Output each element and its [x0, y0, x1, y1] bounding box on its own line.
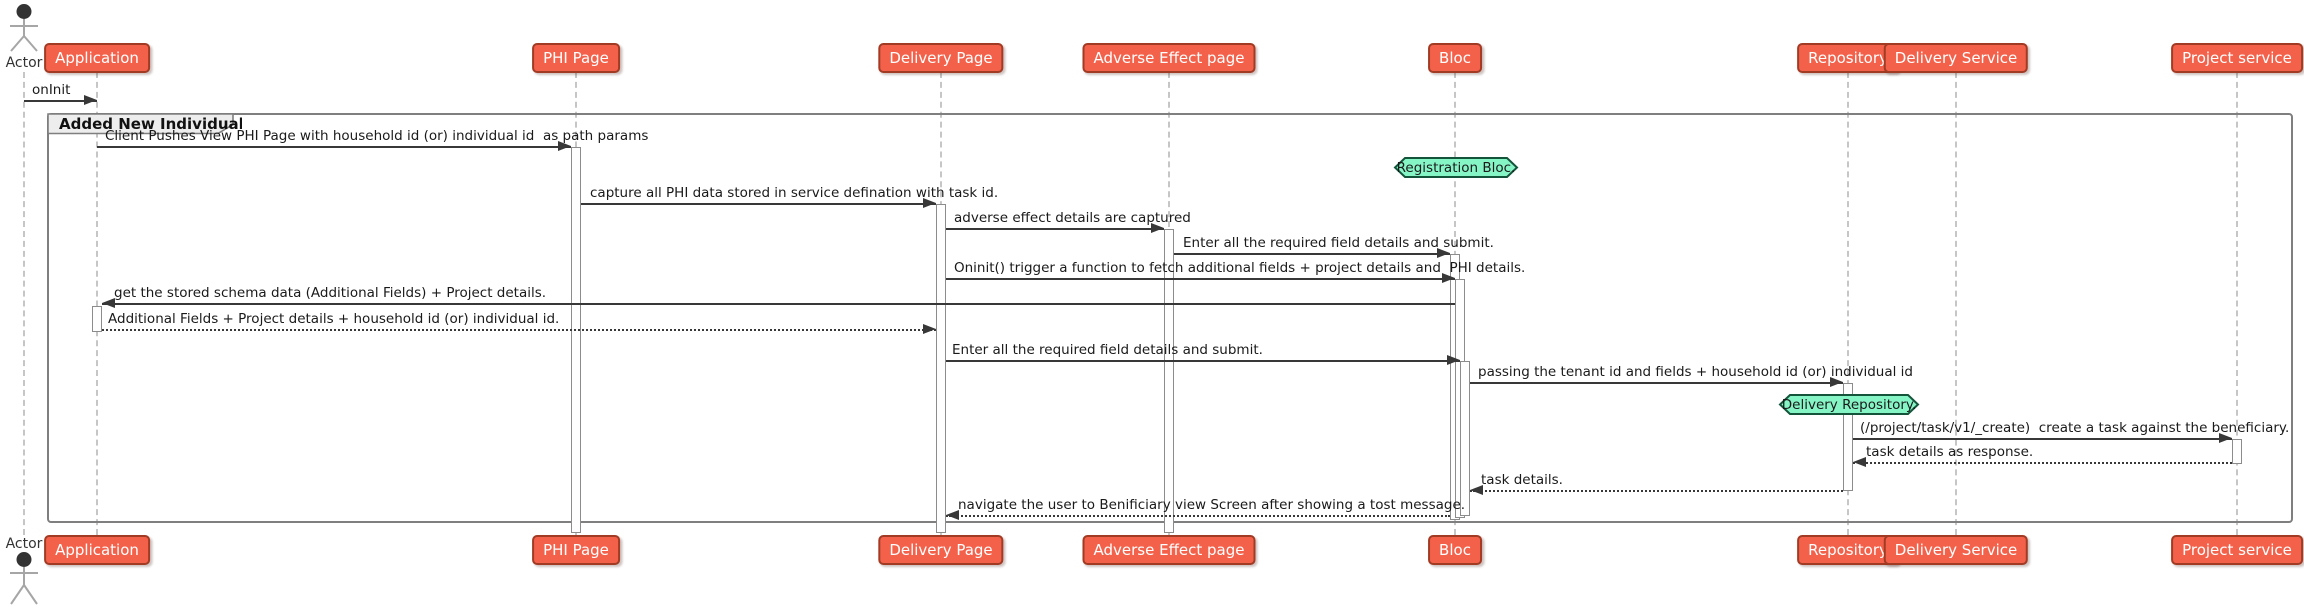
message-arrowhead-oninit-trigger-fetch [1442, 273, 1455, 283]
message-label-create-task: (/project/task/v1/_create) create a task… [1860, 420, 2290, 436]
hexagon-note-delivery-repository: Delivery Repository. [1778, 394, 1920, 415]
message-line-client-pushes-view-phi [97, 146, 571, 148]
message-arrowhead-client-pushes-view-phi [558, 141, 571, 151]
message-arrowhead-task-details [1470, 485, 1483, 495]
participant-top-bloc: Bloc [1428, 43, 1482, 73]
activation-adverse-effect-page [1164, 229, 1174, 533]
message-label-get-stored-schema: get the stored schema data (Additional F… [114, 285, 547, 301]
message-label-task-details: task details. [1481, 472, 1563, 488]
message-line-adverse-effect-captured [946, 228, 1164, 230]
message-line-create-task [1853, 438, 2232, 440]
participant-bottom-adverse-effect-page: Adverse Effect page [1082, 535, 1256, 565]
svg-text:Delivery Repository.: Delivery Repository. [1782, 397, 1916, 413]
participant-top-adverse-effect-page: Adverse Effect page [1082, 43, 1256, 73]
message-label-oninit: onInit [32, 82, 71, 98]
actor-label-bottom: Actor [5, 536, 43, 552]
message-line-task-details-response [1853, 462, 2232, 464]
group-frame-title: Added New Individual [59, 115, 242, 133]
participant-top-delivery-page: Delivery Page [878, 43, 1004, 73]
message-line-oninit [24, 100, 97, 102]
message-line-get-stored-schema [102, 303, 1455, 305]
activation-phi-page [571, 147, 581, 533]
message-arrowhead-enter-details-submit-2 [1447, 355, 1460, 365]
message-label-client-pushes-view-phi: Client Pushes View PHI Page with househo… [105, 128, 649, 144]
message-line-capture-phi-data [581, 203, 936, 205]
actor-label-top: Actor [5, 55, 43, 71]
message-label-adverse-effect-captured: adverse effect details are captured [954, 210, 1191, 226]
message-label-capture-phi-data: capture all PHI data stored in service d… [590, 185, 999, 201]
lifeline-delivery-service [1955, 72, 1957, 535]
message-line-oninit-trigger-fetch [946, 278, 1455, 280]
message-arrowhead-navigate-beneficiary-view [946, 510, 959, 520]
message-arrowhead-additional-fields-return [923, 324, 936, 334]
message-arrowhead-oninit [84, 95, 97, 105]
lifeline-project-service [2236, 72, 2238, 535]
lifeline-actor [23, 72, 25, 535]
participant-bottom-phi-page: PHI Page [532, 535, 620, 565]
message-label-enter-details-submit-2: Enter all the required field details and… [952, 342, 1263, 358]
hexagon-note-registration-bloc: Registration Bloc. [1393, 157, 1519, 178]
message-label-navigate-beneficiary-view: navigate the user to Benificiary view Sc… [958, 497, 1466, 513]
activation-repository [1843, 383, 1853, 491]
message-line-additional-fields-return [102, 329, 936, 331]
participant-bottom-application: Application [44, 535, 150, 565]
message-label-oninit-trigger-fetch: Oninit() trigger a function to fetch add… [954, 260, 1526, 276]
participant-bottom-delivery-service: Delivery Service [1883, 535, 2029, 565]
message-arrowhead-passing-tenant-id [1830, 377, 1843, 387]
message-arrowhead-get-stored-schema [102, 298, 115, 308]
lifeline-application [96, 72, 98, 535]
message-arrowhead-create-task [2219, 433, 2232, 443]
participant-top-phi-page: PHI Page [532, 43, 620, 73]
lifeline-repository [1847, 72, 1849, 535]
message-label-additional-fields-return: Additional Fields + Project details + ho… [108, 311, 560, 327]
svg-text:Registration Bloc.: Registration Bloc. [1397, 160, 1516, 176]
participant-top-application: Application [44, 43, 150, 73]
message-line-enter-details-submit-2 [946, 360, 1460, 362]
activation-bloc-inner [1460, 361, 1470, 516]
message-arrowhead-adverse-effect-captured [1151, 223, 1164, 233]
participant-bottom-delivery-page: Delivery Page [878, 535, 1004, 565]
actor-figure-top [10, 4, 38, 52]
message-arrowhead-enter-details-submit-1 [1437, 248, 1450, 258]
message-line-enter-details-submit-1 [1174, 253, 1450, 255]
message-line-task-details [1470, 490, 1843, 492]
participant-top-project-service: Project service [2171, 43, 2303, 73]
participant-bottom-repository: Repository [1797, 535, 1899, 565]
activation-project-service [2232, 439, 2242, 464]
message-label-passing-tenant-id: passing the tenant id and fields + house… [1478, 364, 1913, 380]
message-line-navigate-beneficiary-view [946, 515, 1450, 517]
participant-bottom-project-service: Project service [2171, 535, 2303, 565]
message-arrowhead-capture-phi-data [923, 198, 936, 208]
activation-application [92, 306, 102, 332]
message-label-enter-details-submit-1: Enter all the required field details and… [1183, 235, 1494, 251]
message-arrowhead-task-details-response [1853, 457, 1866, 467]
message-label-task-details-response: task details as response. [1866, 444, 2034, 460]
activation-delivery-page [936, 204, 946, 533]
group-frame-label: Added New Individual [47, 113, 242, 135]
actor-figure-bottom [10, 552, 38, 605]
participant-top-delivery-service: Delivery Service [1883, 43, 2029, 73]
participant-bottom-bloc: Bloc [1428, 535, 1482, 565]
message-line-passing-tenant-id [1470, 382, 1843, 384]
participant-top-repository: Repository [1797, 43, 1899, 73]
